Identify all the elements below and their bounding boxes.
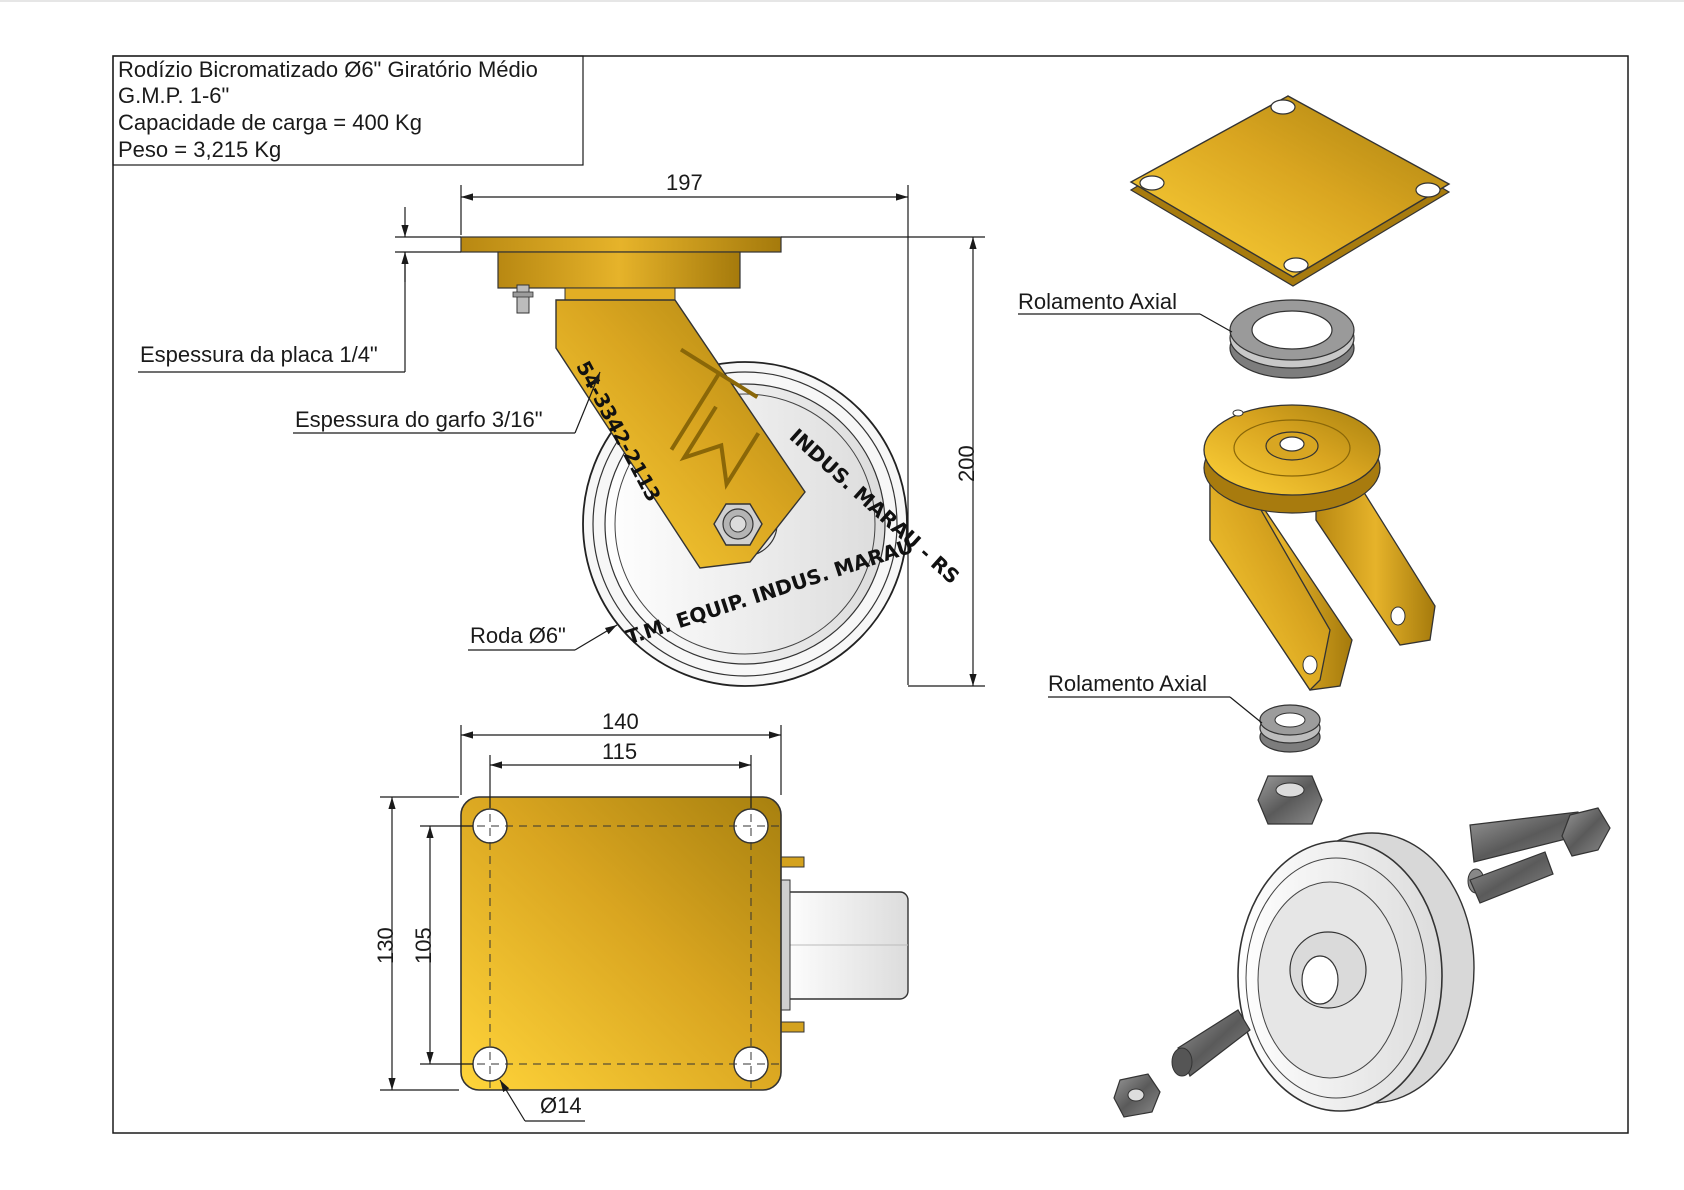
label-wheel: Roda Ø6": [470, 623, 566, 648]
callout-bearing-bottom: Rolamento Axial: [1048, 671, 1263, 724]
tm-logo-icon: [669, 347, 761, 490]
title-line-1: Rodízio Bicromatizado Ø6" Giratório Médi…: [118, 57, 538, 82]
iso-axle-sleeve: [1171, 1009, 1251, 1077]
label-bearing-bottom: Rolamento Axial: [1048, 671, 1207, 696]
dim-200-label: 200: [954, 445, 979, 482]
label-bearing-top: Rolamento Axial: [1018, 289, 1177, 314]
title-block: Rodízio Bicromatizado Ø6" Giratório Médi…: [112, 55, 584, 166]
dim-200: 200: [781, 236, 985, 687]
label-hole-diameter: Ø14: [540, 1093, 582, 1118]
exploded-view: Rolamento Axial Rolamento Axial: [1018, 95, 1611, 1118]
dim-105: 105: [411, 825, 473, 1065]
callout-fork-thickness: Espessura do garfo 3/16": [293, 371, 601, 434]
iso-wheel: [1237, 832, 1475, 1112]
dim-197: 197: [460, 170, 909, 685]
fork-neck-side: [564, 287, 676, 301]
title-line-4: Peso = 3,215 Kg: [118, 137, 281, 162]
grease-nipple-icon: [512, 284, 534, 314]
swivel-housing-side: [497, 251, 741, 289]
title-line-3: Capacidade de carga = 400 Kg: [118, 110, 422, 135]
callout-bearing-top: Rolamento Axial: [1018, 289, 1233, 333]
dim-130-label: 130: [373, 927, 398, 964]
dim-197-label: 197: [666, 170, 703, 195]
dim-140: 140: [460, 709, 782, 795]
top-plate-side: [460, 236, 782, 253]
iso-nut-bottom: [1113, 1073, 1161, 1118]
dim-140-label: 140: [602, 709, 639, 734]
label-fork-thickness: Espessura do garfo 3/16": [295, 407, 543, 432]
iso-bearing-top: [1229, 299, 1355, 379]
dim-plate-thickness: Espessura da placa 1/4": [138, 207, 461, 373]
iso-bolt: [1467, 807, 1611, 904]
callout-wheel: Roda Ø6": [468, 623, 618, 651]
hole-centerlines: [463, 800, 779, 1088]
dim-115-label: 115: [602, 739, 637, 764]
iso-bearing-bottom: [1259, 704, 1321, 753]
top-plate: [460, 796, 782, 1091]
iso-nut-top: [1257, 775, 1323, 825]
callout-hole-diameter: Ø14: [499, 1079, 585, 1122]
top-view: 140 115 130 105 Ø14: [373, 709, 909, 1122]
iso-fork: [1203, 404, 1436, 692]
title-line-2: G.M.P. 1-6": [118, 83, 229, 108]
dim-130: 130: [373, 796, 459, 1091]
label-plate-thickness: Espessura da placa 1/4": [140, 342, 378, 367]
side-view: INDUS. MARAU - RS T.M. EQUIP. INDUS. MAR…: [138, 170, 985, 687]
iso-top-plate: [1129, 95, 1451, 287]
drawing-frame: [112, 55, 1629, 1134]
dim-105-label: 105: [411, 927, 436, 964]
dim-115: 115: [489, 739, 752, 808]
axle-nut-icon: [713, 503, 763, 546]
